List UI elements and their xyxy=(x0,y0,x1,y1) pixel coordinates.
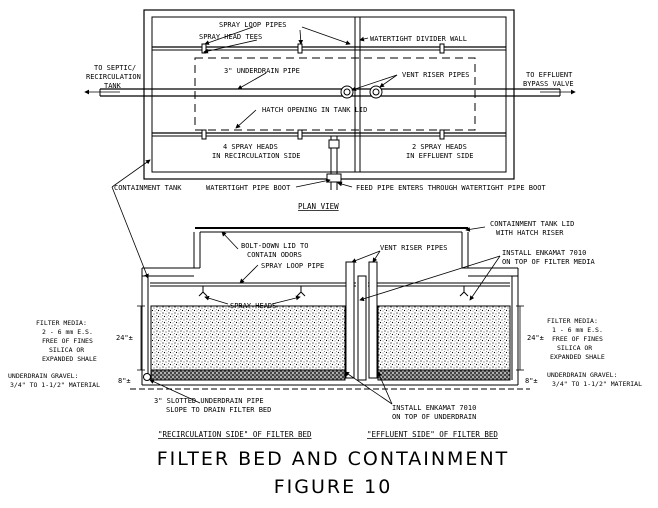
figure-number: FIGURE 10 xyxy=(274,476,393,498)
label-watertight-pipe-boot: WATERTIGHT PIPE BOOT xyxy=(206,184,291,192)
label-feed-pipe: FEED PIPE ENTERS THROUGH WATERTIGHT PIPE… xyxy=(356,184,546,192)
label-filter-media-right-3: SILICA OR xyxy=(557,344,592,352)
label-recirc-heads-2: IN RECIRCULATION SIDE xyxy=(212,152,301,160)
label-to-septic-3: TANK xyxy=(104,82,122,90)
containment-tank-section xyxy=(141,267,519,385)
label-filter-media-right-title: FILTER MEDIA: xyxy=(547,317,598,325)
label-filter-media-right-4: EXPANDED SHALE xyxy=(550,353,605,361)
plan-view: SPRAY LOOP PIPES SPRAY HEAD TEES WATERTI… xyxy=(84,9,576,279)
spray-head-tees xyxy=(201,43,445,140)
vent-riser-left xyxy=(345,261,355,379)
label-filter-media-left-title: FILTER MEDIA: xyxy=(36,319,87,327)
underdrain-pipe-end xyxy=(143,373,151,381)
caption-recirculation-side: "RECIRCULATION SIDE" OF FILTER BED xyxy=(158,430,312,439)
label-depth-gravel-right: 8"± xyxy=(525,377,538,385)
filter-media-effluent xyxy=(377,305,511,371)
label-depth-media-right: 24"± xyxy=(527,334,544,342)
label-to-septic-1: TO SEPTIC/ xyxy=(94,64,136,72)
label-filter-media-right-1: 1 - 6 mm E.S. xyxy=(552,326,603,334)
label-gravel-left-title: UNDERDRAIN GRAVEL: xyxy=(8,372,78,380)
pipe-boot xyxy=(326,173,342,183)
label-vent-riser-pipes-section: VENT RISER PIPES xyxy=(380,244,447,252)
hatch-opening xyxy=(194,57,476,131)
label-filter-media-right-2: FREE OF FINES xyxy=(552,335,603,343)
label-enkamat-top-1: INSTALL ENKAMAT 7010 xyxy=(502,249,586,257)
divider-wall-section xyxy=(357,275,367,381)
caption-effluent-side: "EFFLUENT SIDE" OF FILTER BED xyxy=(367,430,498,439)
label-containment-lid-2: WITH HATCH RISER xyxy=(496,229,564,237)
plan-tank-inner xyxy=(151,16,507,173)
label-gravel-right-title: UNDERDRAIN GRAVEL: xyxy=(547,371,617,379)
label-containment-tank: CONTAINMENT TANK xyxy=(114,184,182,192)
label-spray-loop-pipes: SPRAY LOOP PIPES xyxy=(219,21,286,29)
label-hatch-opening: HATCH OPENING IN TANK LID xyxy=(262,106,367,114)
label-containment-lid-1: CONTAINMENT TANK LID xyxy=(490,220,574,228)
label-to-effluent-1: TO EFFLUENT xyxy=(526,71,573,79)
label-watertight-divider-wall: WATERTIGHT DIVIDER WALL xyxy=(370,35,467,43)
label-to-effluent-2: BYPASS VALVE xyxy=(523,80,574,88)
label-underdrain-pipe: 3" UNDERDRAIN PIPE xyxy=(224,67,300,75)
label-gravel-right-1: 3/4" TO 1-1/2" MATERIAL xyxy=(552,380,642,388)
label-bolt-down-2: CONTAIN ODORS xyxy=(247,251,302,259)
figure-title: FILTER BED AND CONTAINMENT xyxy=(157,448,510,470)
label-spray-loop-pipe: SPRAY LOOP PIPE xyxy=(261,262,324,270)
label-bolt-down-1: BOLT-DOWN LID TO xyxy=(241,242,308,250)
vent-riser-right xyxy=(368,261,378,379)
label-to-septic-2: RECIRCULATION xyxy=(86,73,141,81)
label-slotted-underdrain-2: SLOPE TO DRAIN FILTER BED xyxy=(166,406,271,414)
label-vent-riser-pipes: VENT RISER PIPES xyxy=(402,71,469,79)
label-effluent-heads-2: IN EFFLUENT SIDE xyxy=(406,152,473,160)
label-slotted-underdrain-1: 3" SLOTTED UNDERDRAIN PIPE xyxy=(154,397,264,405)
label-recirc-heads-1: 4 SPRAY HEADS xyxy=(223,143,278,151)
label-filter-media-left-1: 2 - 6 mm E.S. xyxy=(42,328,93,336)
label-effluent-heads-1: 2 SPRAY HEADS xyxy=(412,143,467,151)
label-filter-media-left-2: FREE OF FINES xyxy=(42,337,93,345)
underdrain-gravel-recirculation xyxy=(150,369,346,381)
plan-view-caption: PLAN VIEW xyxy=(298,202,339,211)
label-spray-head-tees: SPRAY HEAD TEES xyxy=(199,33,262,41)
label-depth-media-left: 24"± xyxy=(116,334,133,342)
spray-heads-section xyxy=(198,286,469,297)
label-enkamat-under-1: INSTALL ENKAMAT 7010 xyxy=(392,404,476,412)
section-view: CONTAINMENT TANK LID WITH HATCH RISER BO… xyxy=(8,220,642,439)
label-filter-media-left-3: SILICA OR xyxy=(49,346,84,354)
underdrain-gravel-effluent xyxy=(377,369,511,381)
label-enkamat-top-2: ON TOP OF FILTER MEDIA xyxy=(502,258,596,266)
label-gravel-left-1: 3/4" TO 1-1/2" MATERIAL xyxy=(10,381,100,389)
label-enkamat-under-2: ON TOP OF UNDERDRAIN xyxy=(392,413,476,421)
label-filter-media-left-4: EXPANDED SHALE xyxy=(42,355,97,363)
label-spray-heads: SPRAY HEADS xyxy=(230,302,276,310)
vent-riser-pipes xyxy=(340,85,383,99)
filter-media-recirculation xyxy=(150,305,346,371)
label-depth-gravel-left: 8"± xyxy=(118,377,131,385)
